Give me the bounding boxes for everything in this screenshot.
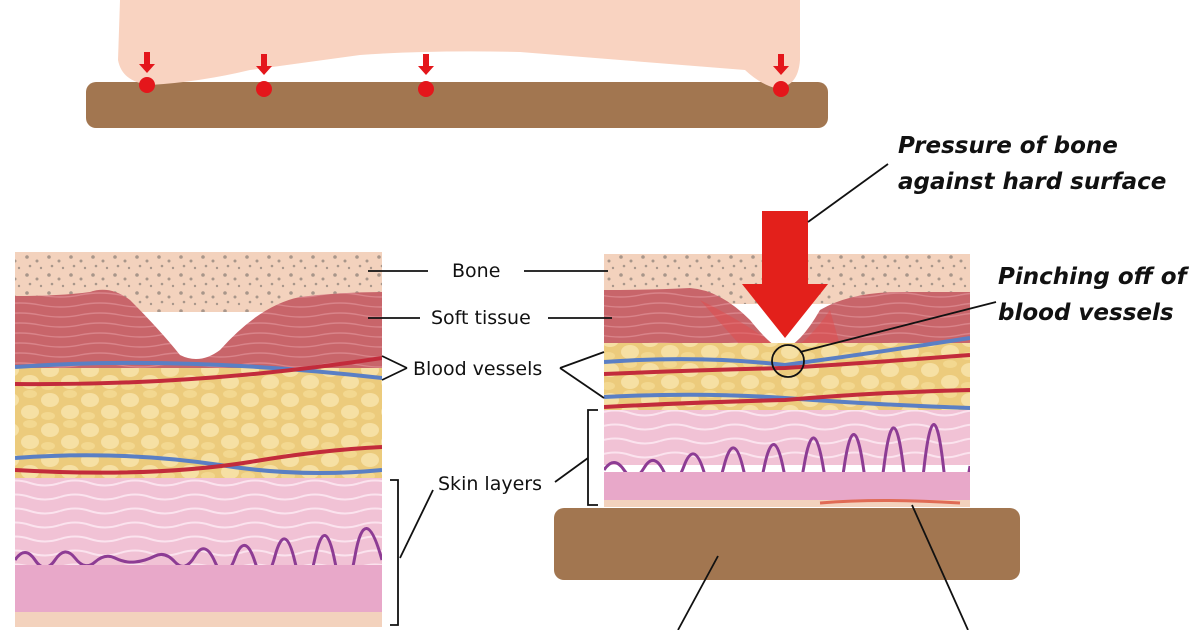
leader-vessels-left-a (381, 355, 408, 369)
leader-friction (911, 504, 969, 630)
leader-skin-right (554, 457, 589, 483)
right-base-strip (604, 500, 970, 507)
label-pressure-line2: against hard surface (898, 169, 1166, 195)
label-bone: Bone (452, 260, 500, 282)
pressure-arrow-head (139, 52, 155, 73)
right-dermis-layer (604, 472, 970, 502)
pressure-point-hip (418, 81, 434, 97)
pressure-arrow-heel (773, 54, 789, 75)
right-artery-upper (604, 353, 970, 376)
right-vein-upper (604, 336, 970, 368)
left-soft-tissue-layer (15, 289, 382, 370)
pressure-point-head (139, 77, 155, 93)
hard-surface (554, 508, 1020, 580)
right-skin-bracket (587, 409, 598, 506)
pinch-highlight-circle (771, 344, 805, 378)
pressure-arrow-shoulder (256, 54, 272, 75)
leader-lines (368, 163, 997, 630)
body-silhouette (118, 0, 800, 88)
label-soft-tissue: Soft tissue (431, 307, 531, 329)
label-skin-layers: Skin layers (438, 473, 542, 495)
right-skin-layer (604, 410, 970, 465)
label-pressure-line1: Pressure of bone (898, 133, 1118, 159)
left-base-strip (15, 612, 382, 627)
normal-tissue-section (15, 252, 382, 627)
label-pinching-line1: Pinching off of (998, 264, 1190, 290)
leader-vessels-right-a (559, 351, 605, 369)
left-vein-upper (15, 360, 382, 380)
left-dermis-layer (15, 565, 382, 615)
top-surface (86, 82, 828, 128)
leader-pinching (799, 301, 997, 353)
pressure-arrow-hip (418, 54, 434, 75)
leader-vessels-right-b (559, 367, 605, 399)
pressure-arrow (742, 211, 828, 338)
pressure-point-heel (773, 81, 789, 97)
left-artery-upper (15, 356, 382, 387)
left-skin-layer (15, 478, 382, 578)
left-artery-lower (15, 445, 382, 475)
top-scene (86, 0, 828, 128)
leader-vessels-left-b (381, 367, 408, 381)
label-pinching-line2: blood vessels (998, 300, 1174, 326)
left-skin-bracket (390, 479, 399, 626)
pressure-points (139, 52, 789, 97)
leader-surface (677, 555, 719, 630)
right-artery-lower (604, 388, 970, 409)
leader-pressure (807, 163, 889, 223)
right-friction-strip (819, 499, 961, 505)
left-skin-wave (15, 527, 382, 588)
right-soft-tissue-layer (604, 288, 970, 350)
label-blood-vessels: Blood vessels (413, 358, 542, 380)
leader-skin-left (399, 489, 434, 559)
pressure-point-shoulder (256, 81, 272, 97)
